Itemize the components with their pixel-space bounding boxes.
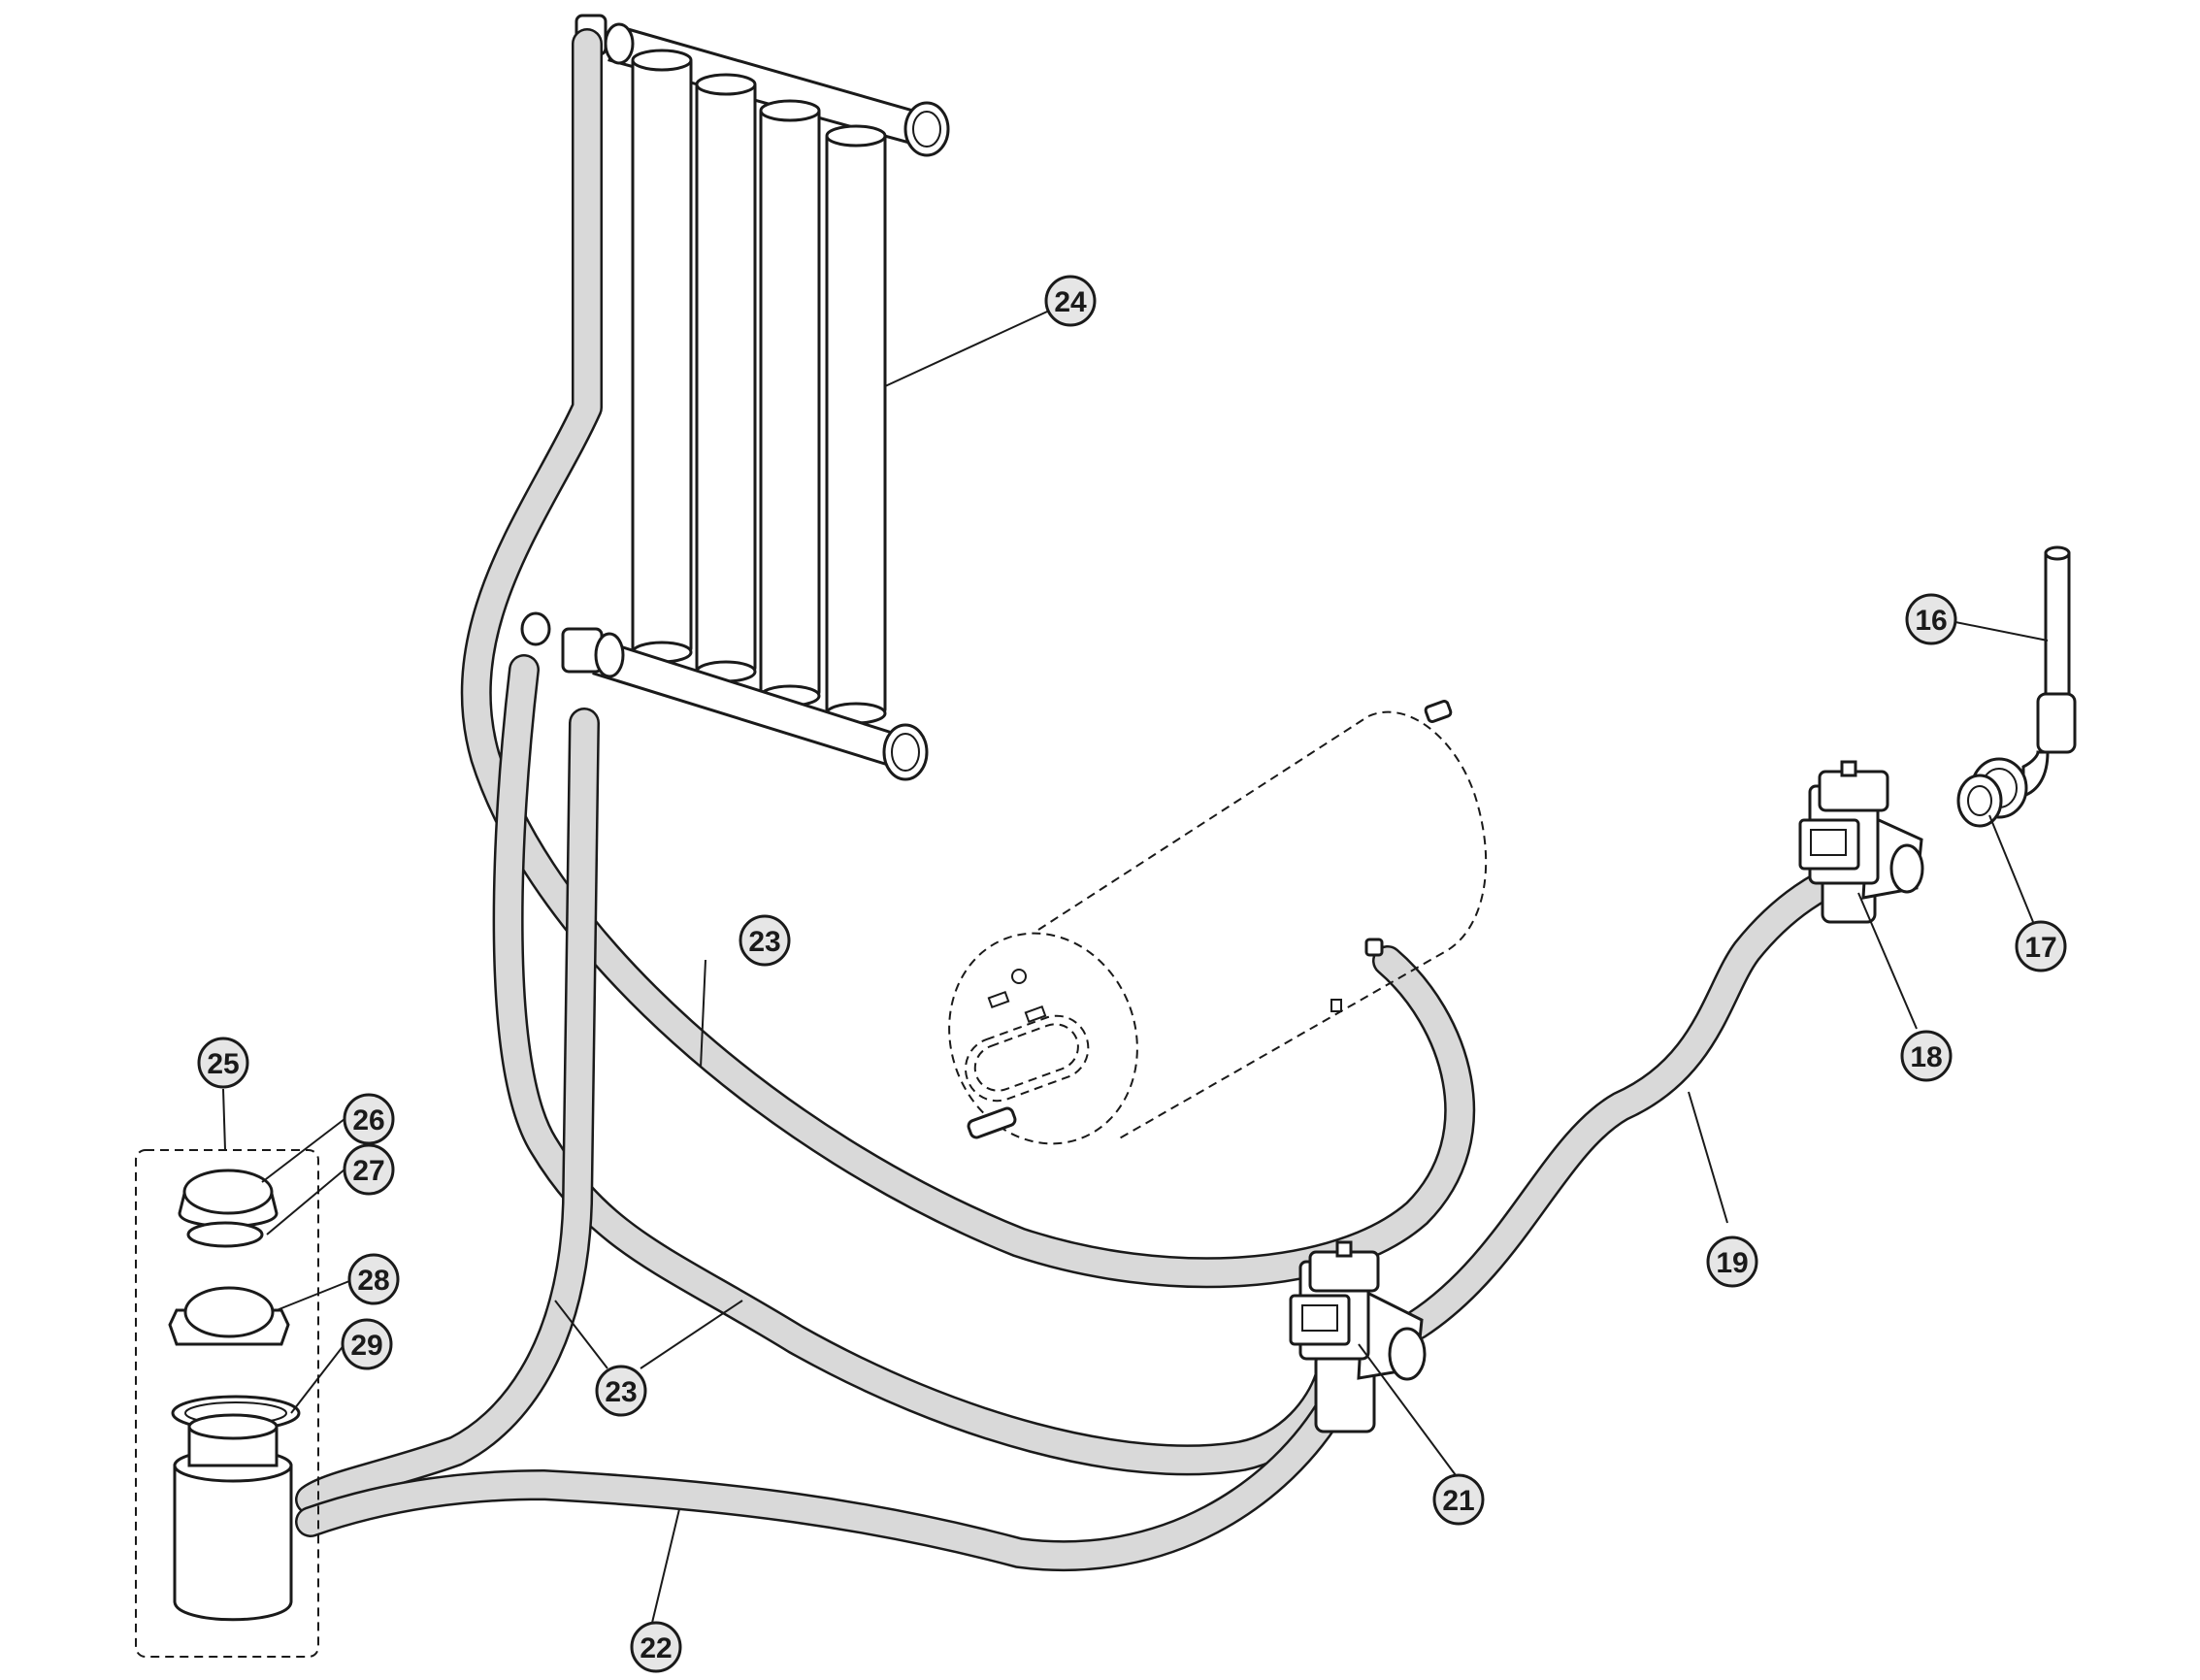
svg-text:28: 28: [357, 1265, 389, 1297]
fitting-17: [1956, 757, 2028, 828]
svg-text:17: 17: [2024, 932, 2056, 964]
solenoid-valve-18: [1798, 760, 1924, 924]
callout-19: 19: [1706, 1235, 1758, 1288]
svg-text:22: 22: [640, 1632, 672, 1664]
callout-18: 18: [1900, 1030, 1953, 1082]
svg-text:29: 29: [350, 1330, 382, 1362]
cap-26: [178, 1169, 279, 1228]
svg-text:27: 27: [352, 1155, 384, 1187]
svg-text:23: 23: [605, 1376, 637, 1408]
callout-25: 25: [197, 1037, 249, 1089]
callouts: 16 17 18 19 21 22 23 23: [197, 275, 2067, 1673]
svg-text:25: 25: [207, 1048, 239, 1080]
svg-text:23: 23: [748, 926, 780, 958]
hoses: [295, 28, 1864, 1572]
bowl-assembly-group: [135, 1149, 319, 1658]
cap-28: [168, 1286, 290, 1346]
callout-27: 27: [343, 1143, 395, 1196]
bottom-manifold: [520, 611, 929, 781]
water-heater-tank: [948, 700, 1488, 1145]
callout-21: 21: [1432, 1473, 1485, 1526]
callout-29: 29: [341, 1318, 393, 1370]
callout-22: 22: [630, 1621, 682, 1673]
o-ring-27: [186, 1221, 264, 1248]
solenoid-valve-21: [1289, 1240, 1427, 1433]
callout-26: 26: [343, 1093, 395, 1145]
callout-16: 16: [1905, 593, 1957, 645]
svg-text:16: 16: [1915, 605, 1947, 637]
svg-text:18: 18: [1910, 1041, 1942, 1073]
cartridges: [631, 49, 887, 725]
svg-text:24: 24: [1054, 286, 1087, 318]
callout-24: 24: [1044, 275, 1097, 327]
leader-lines: [222, 300, 2049, 1624]
svg-text:19: 19: [1716, 1247, 1748, 1279]
callout-23-lower: 23: [595, 1365, 647, 1417]
hose-23-lower: [492, 654, 1345, 1476]
filter-cartridge-bank: [520, 14, 950, 781]
callout-23-upper: 23: [739, 914, 791, 967]
svg-text:21: 21: [1442, 1485, 1474, 1517]
callout-17: 17: [2015, 920, 2067, 972]
callout-28: 28: [347, 1253, 400, 1305]
svg-text:26: 26: [352, 1104, 384, 1136]
filter-bowl: [173, 1413, 293, 1622]
inlet-pipe-16: [2021, 545, 2077, 799]
